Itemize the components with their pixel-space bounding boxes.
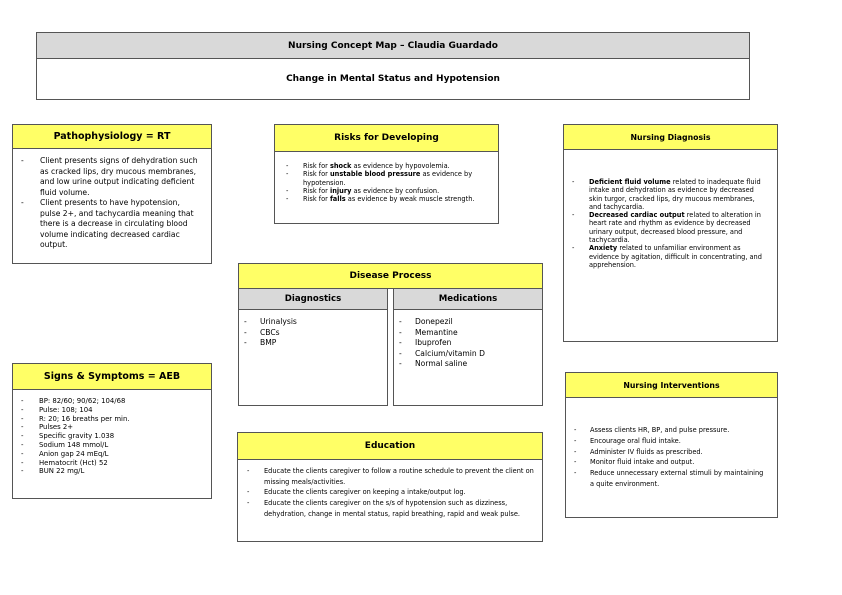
- list-item: Calcium/vitamin D: [399, 349, 536, 360]
- diagnostics-list: Urinalysis CBCs BMP: [239, 310, 387, 349]
- list-item: Educate the clients caregiver to follow …: [247, 466, 534, 487]
- list-item: Pulse: 108; 104: [21, 406, 205, 415]
- list-item: Educate the clients caregiver on the s/s…: [247, 498, 534, 519]
- medications-heading: Medications: [394, 289, 542, 310]
- risks-box: Risks for Developing Risk for shock as e…: [274, 124, 499, 224]
- title-box: Nursing Concept Map – Claudia Guardado C…: [36, 32, 750, 100]
- education-box: Education Educate the clients caregiver …: [237, 432, 543, 542]
- list-item: Sodium 148 mmol/L: [21, 441, 205, 450]
- risks-list: Risk for shock as evidence by hypovolemi…: [275, 152, 498, 204]
- list-item: BP: 82/60; 90/62; 104/68: [21, 397, 205, 406]
- medications-box: Medications Donepezil Memantine Ibuprofe…: [393, 288, 543, 406]
- list-item: Memantine: [399, 328, 536, 339]
- list-item: Anion gap 24 mEq/L: [21, 450, 205, 459]
- nursing-interventions-box: Nursing Interventions Assess clients HR,…: [565, 372, 778, 518]
- disease-process-heading: Disease Process: [238, 263, 543, 289]
- list-item: Specific gravity 1.038: [21, 432, 205, 441]
- list-item: Client presents to have hypotension, pul…: [21, 198, 201, 251]
- nursing-interventions-list: Assess clients HR, BP, and pulse pressur…: [566, 398, 777, 490]
- nursing-diagnosis-list: Deficient fluid volume related to inadeq…: [564, 150, 777, 269]
- page-title: Nursing Concept Map – Claudia Guardado: [37, 33, 749, 59]
- list-item: Normal saline: [399, 359, 536, 370]
- list-item: Decreased cardiac output related to alte…: [572, 211, 767, 244]
- list-item: Educate the clients caregiver on keeping…: [247, 487, 534, 498]
- list-item: BUN 22 mg/L: [21, 467, 205, 476]
- list-item: Pulses 2+: [21, 423, 205, 432]
- pathophysiology-heading: Pathophysiology = RT: [13, 125, 211, 149]
- signs-symptoms-box: Signs & Symptoms = AEB BP: 82/60; 90/62;…: [12, 363, 212, 499]
- signs-symptoms-list: BP: 82/60; 90/62; 104/68 Pulse: 108; 104…: [13, 390, 211, 476]
- nursing-interventions-heading: Nursing Interventions: [566, 373, 777, 398]
- list-item: Deficient fluid volume related to inadeq…: [572, 178, 767, 211]
- list-item: BMP: [244, 338, 381, 349]
- nursing-diagnosis-box: Nursing Diagnosis Deficient fluid volume…: [563, 124, 778, 342]
- page-subtitle: Change in Mental Status and Hypotension: [286, 74, 500, 84]
- list-item: Risk for falls as evidence by weak muscl…: [286, 195, 490, 204]
- list-item: R: 20; 16 breaths per min.: [21, 415, 205, 424]
- list-item: CBCs: [244, 328, 381, 339]
- list-item: Urinalysis: [244, 317, 381, 328]
- list-item: Hematocrit (Hct) 52: [21, 459, 205, 468]
- pathophysiology-list: Client presents signs of dehydration suc…: [13, 149, 211, 251]
- list-item: Encourage oral fluid intake.: [574, 436, 769, 447]
- diagnostics-heading: Diagnostics: [239, 289, 387, 310]
- list-item: Assess clients HR, BP, and pulse pressur…: [574, 425, 769, 436]
- signs-symptoms-heading: Signs & Symptoms = AEB: [13, 364, 211, 390]
- list-item: Risk for unstable blood pressure as evid…: [286, 170, 490, 187]
- education-heading: Education: [238, 433, 542, 460]
- list-item: Reduce unnecessary external stimuli by m…: [574, 468, 769, 490]
- medications-list: Donepezil Memantine Ibuprofen Calcium/vi…: [394, 310, 542, 370]
- risks-heading: Risks for Developing: [275, 125, 498, 152]
- education-list: Educate the clients caregiver to follow …: [238, 460, 542, 520]
- nursing-diagnosis-heading: Nursing Diagnosis: [564, 125, 777, 150]
- list-item: Ibuprofen: [399, 338, 536, 349]
- diagnostics-box: Diagnostics Urinalysis CBCs BMP: [238, 288, 388, 406]
- list-item: Donepezil: [399, 317, 536, 328]
- list-item: Administer IV fluids as prescribed.: [574, 447, 769, 458]
- pathophysiology-box: Pathophysiology = RT Client presents sig…: [12, 124, 212, 264]
- list-item: Risk for shock as evidence by hypovolemi…: [286, 162, 490, 171]
- list-item: Anxiety related to unfamiliar environmen…: [572, 244, 767, 269]
- list-item: Monitor fluid intake and output.: [574, 457, 769, 468]
- list-item: Risk for injury as evidence by confusion…: [286, 187, 490, 196]
- list-item: Client presents signs of dehydration suc…: [21, 156, 201, 198]
